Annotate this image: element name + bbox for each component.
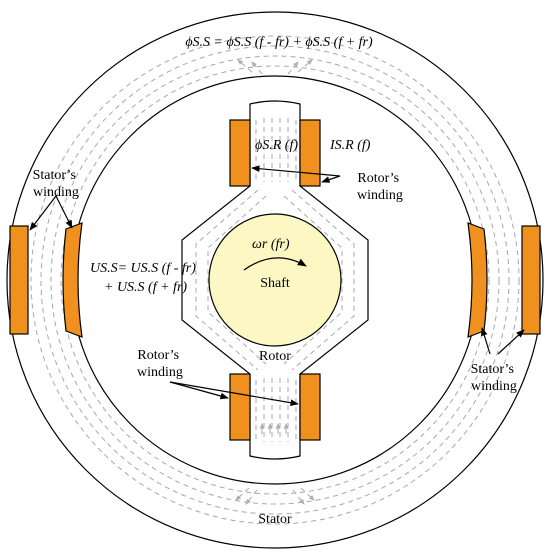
stator-winding-left-line2: winding [33,185,79,200]
stator-winding-left-outer [9,225,29,335]
rotor-flux-label: ϕS.R (f) [255,138,298,153]
rotor-winding-bottom-label: Rotor’s winding [137,348,183,380]
stator-winding-right-inner [467,222,488,338]
rotor-winding-bottom-line2: winding [137,365,183,380]
rotor-label: Rotor [259,349,291,364]
stator-winding-right-line1: Stator’s [471,362,514,377]
stator-winding-left-label: Stator’s winding [33,168,80,200]
rotor-winding-bottom-right [299,373,321,441]
stator-winding-left-inner [62,222,83,338]
rotor-winding-bottom-line1: Rotor’s [137,348,179,363]
rotor-winding-top-label: Rotor’s winding [357,171,403,203]
rotor-winding-top-line2: winding [357,188,403,203]
stator-label: Stator [258,512,292,527]
rotor-winding-bottom-left [229,373,251,441]
shaft-label: Shaft [260,276,290,291]
pointer-arrows [29,165,525,407]
rotation-arrow [243,257,307,271]
rotor-flux-lines [195,118,355,442]
stator-winding-right-line2: winding [471,379,517,394]
stator-voltage-line1: US.S= US.S (f - fr) [90,261,196,276]
stator-flux-lines [30,35,520,525]
rotor-winding-top-left [229,119,251,187]
stator-flux-equation: ϕS.S = ϕS.S (f - fr) + ϕS.S (f + fr) [185,35,373,50]
stator-winding-right-label: Stator’s winding [471,362,518,394]
rotor-winding-top-line1: Rotor’s [357,171,399,186]
rotor-current-label: IS.R (f) [329,138,371,153]
stator-winding-left-line1: Stator’s [33,168,76,183]
stator-voltage-line2: + US.S (f + fr) [104,280,187,295]
shaft-speed-label: ωr (fr) [252,237,290,252]
stator-winding-right-outer [521,225,541,335]
rotor-winding-top-right [299,119,321,187]
shaft-circle [208,213,342,347]
